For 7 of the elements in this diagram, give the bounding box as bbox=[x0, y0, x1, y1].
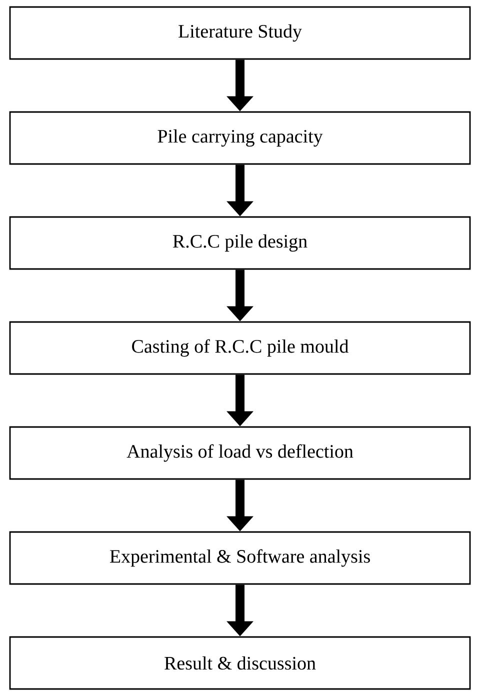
process-box: Casting of R.C.C pile mould bbox=[9, 321, 471, 375]
process-box: Result & discussion bbox=[9, 636, 471, 690]
process-box: Experimental & Software analysis bbox=[9, 531, 471, 585]
process-box: Pile carrying capacity bbox=[9, 111, 471, 165]
process-box: R.C.C pile design bbox=[9, 216, 471, 270]
process-box: Analysis of load vs deflection bbox=[9, 426, 471, 480]
process-box: Literature Study bbox=[9, 6, 471, 60]
